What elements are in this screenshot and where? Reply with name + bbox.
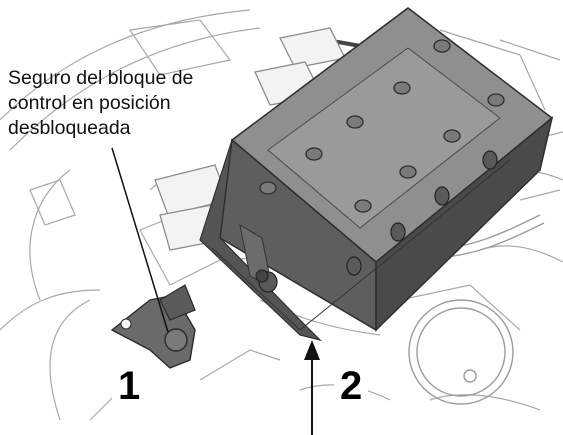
top-panel (267, 47, 501, 229)
valve-bodies (154, 27, 346, 251)
side-fittings (255, 150, 498, 293)
insert-arrow (304, 340, 320, 435)
latch (110, 284, 196, 369)
callout-line-3: desbloqueada (8, 117, 131, 139)
control-block (199, 7, 554, 342)
callout-line-1: Seguro del bloque de (8, 67, 194, 89)
block-base (199, 139, 322, 342)
step-marker-1: 1 (112, 366, 147, 406)
callout-line-2: control en posición (8, 92, 171, 114)
step-marker-2: 2 (334, 366, 369, 406)
callout-label: Seguro del bloque de control en posición… (8, 66, 278, 141)
screws (259, 39, 505, 213)
callout-leader-line (111, 147, 169, 333)
